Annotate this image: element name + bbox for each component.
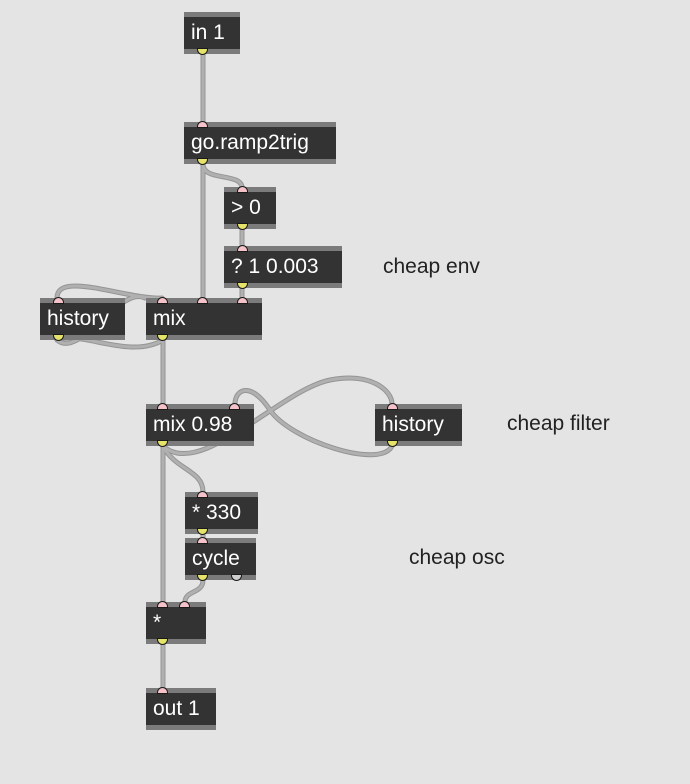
object-in-1[interactable]: in 1: [184, 12, 240, 55]
outlet[interactable]: [157, 440, 168, 447]
inlet[interactable]: [157, 687, 168, 694]
inlet[interactable]: [237, 245, 248, 252]
comment-cheap-filter: cheap filter: [507, 412, 610, 435]
object-label: history: [382, 413, 444, 436]
inlet[interactable]: [197, 491, 208, 498]
outlet[interactable]: [197, 158, 208, 165]
object-label: mix: [153, 307, 186, 330]
inlet-left[interactable]: [157, 601, 168, 608]
outlet-right[interactable]: [231, 574, 242, 581]
object-label: *: [153, 611, 162, 634]
object-label: history: [47, 307, 109, 330]
object-label: out 1: [153, 697, 200, 720]
outlet-left[interactable]: [197, 574, 208, 581]
object-mix-0-98[interactable]: mix 0.98: [146, 403, 254, 447]
comment-cheap-env: cheap env: [383, 255, 480, 278]
comment-cheap-osc: cheap osc: [409, 546, 505, 569]
outlet[interactable]: [53, 334, 64, 341]
object-history-env[interactable]: history: [40, 297, 125, 341]
object-mix[interactable]: mix: [146, 297, 262, 341]
inlet[interactable]: [387, 403, 398, 410]
object-out-1[interactable]: out 1: [146, 687, 216, 730]
outlet[interactable]: [157, 638, 168, 645]
inlet-middle[interactable]: [197, 297, 208, 304]
inlet-right[interactable]: [179, 601, 190, 608]
object-label: go.ramp2trig: [191, 131, 309, 154]
object-history-filter[interactable]: history: [375, 403, 462, 447]
inlet[interactable]: [237, 186, 248, 193]
object-switch-env[interactable]: ? 1 0.003: [224, 245, 342, 289]
cord-history2-mix098: [232, 388, 395, 458]
outlet[interactable]: [387, 440, 398, 447]
object-label: cycle: [192, 547, 240, 570]
inlet-right[interactable]: [229, 403, 240, 410]
outlet[interactable]: [157, 334, 168, 341]
object-go-ramp2trig[interactable]: go.ramp2trig: [184, 121, 336, 165]
object-greater-than[interactable]: > 0: [224, 186, 276, 230]
object-label: mix 0.98: [153, 413, 233, 436]
object-label: in 1: [191, 21, 225, 44]
object-label: ? 1 0.003: [231, 255, 319, 278]
outlet[interactable]: [197, 528, 208, 535]
outlet[interactable]: [197, 48, 208, 55]
object-label: > 0: [231, 196, 261, 219]
inlet[interactable]: [53, 297, 64, 304]
inlet-left[interactable]: [157, 403, 168, 410]
inlet-left[interactable]: [157, 297, 168, 304]
outlet[interactable]: [237, 223, 248, 230]
inlet[interactable]: [197, 537, 208, 544]
object-cycle[interactable]: cycle: [185, 537, 256, 581]
inlet[interactable]: [197, 121, 208, 128]
inlet-right[interactable]: [237, 297, 248, 304]
outlet[interactable]: [237, 282, 248, 289]
object-label: * 330: [192, 501, 242, 524]
object-multiply-330[interactable]: * 330: [185, 491, 258, 535]
object-multiply[interactable]: *: [146, 601, 206, 645]
